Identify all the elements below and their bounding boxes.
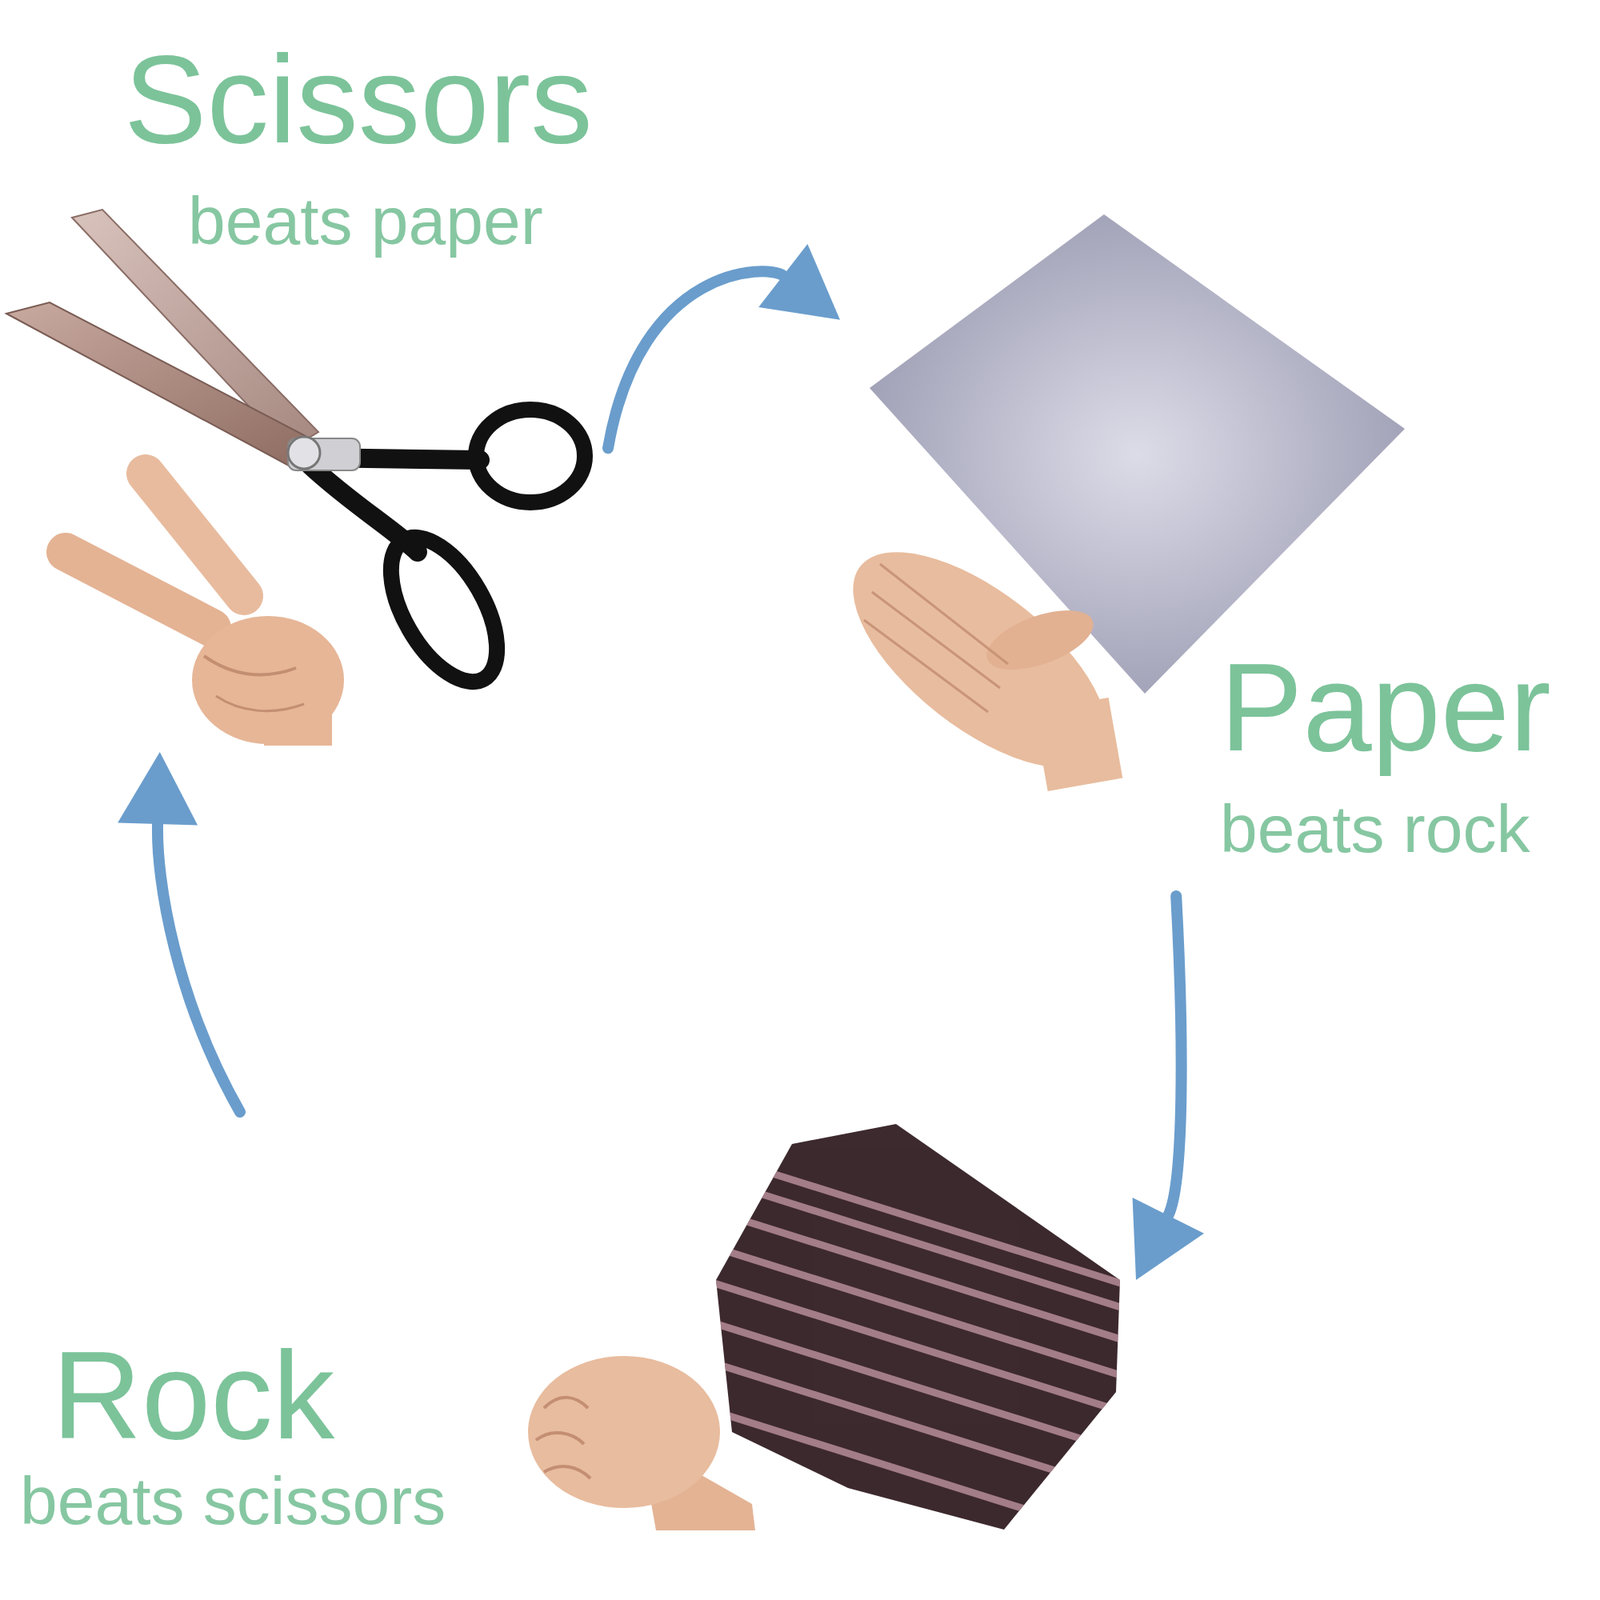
heading-text: Rock [52,1328,335,1465]
cycle-arrow [608,244,840,448]
arrow-line [1168,896,1181,1216]
cycle-arrow [117,752,240,1112]
cycle-arrow [1132,896,1204,1280]
heading-text: Paper [1220,640,1552,777]
rock-hand [528,1356,756,1531]
scissors-hand [65,473,344,746]
paper-hand [818,512,1142,808]
arrow-line [608,271,784,448]
rps-group: Paper beats rock [840,200,1592,896]
rock-picture [704,1124,1136,1544]
rps-group: Rockbeats scissors [16,1112,1136,1572]
arrow-head [117,752,198,825]
caption-text: beats paper [188,184,544,258]
caption-text: beats scissors [20,1464,446,1538]
heading-text: Scissors [124,32,593,169]
rps-group: Scissors beats paper [8,32,608,752]
arrow-line [157,824,240,1112]
arrow-head [758,244,840,320]
arrow-head [1132,1197,1204,1280]
caption-text: beats rock [1220,792,1531,866]
